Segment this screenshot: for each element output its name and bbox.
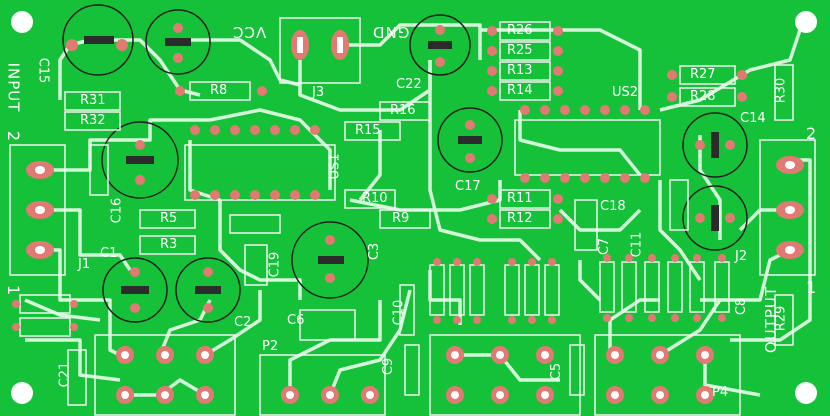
label-r3: R3 (160, 237, 178, 252)
label-r28: R28 (690, 89, 716, 104)
capacitor-pads (66, 23, 735, 313)
label-input-pin1: 1 (4, 284, 24, 296)
label-p2: P2 (262, 339, 279, 354)
resistors (64, 21, 794, 346)
label-c6: C6 (287, 313, 305, 328)
label-c22: C22 (396, 77, 422, 92)
resistor-pads (175, 26, 747, 224)
bottom-connector-pads (116, 346, 714, 404)
label-c8: C8 (734, 297, 750, 316)
label-r15: R15 (355, 123, 381, 138)
label-output-pin2: 2 (806, 124, 817, 143)
label-c21: C21 (57, 361, 73, 388)
label-j2: J2 (735, 249, 748, 264)
label-r8: R8 (210, 83, 228, 98)
label-c9: C9 (381, 357, 397, 376)
label-r9: R9 (392, 211, 410, 226)
label-r11: R11 (507, 191, 533, 206)
label-p4: P4 (712, 385, 729, 400)
j3-connector (279, 17, 361, 84)
label-r25: R25 (507, 43, 533, 58)
label-us2: US2 (612, 85, 639, 100)
label-r16: R16 (390, 103, 416, 118)
label-c18: C18 (600, 199, 626, 214)
label-c14: C14 (740, 111, 766, 126)
label-r26: R26 (507, 23, 533, 38)
label-j1: J1 (78, 257, 91, 272)
label-c11: C11 (629, 231, 645, 258)
label-c17: C17 (455, 179, 481, 194)
label-r30: R30 (773, 77, 789, 104)
label-c2: C2 (234, 315, 252, 330)
label-c16: C16 (109, 197, 125, 224)
ic-us1 (184, 125, 336, 201)
label-c1: C1 (100, 246, 118, 261)
bottom-connectors (94, 334, 741, 416)
label-r27: R27 (690, 67, 716, 82)
label-r29: R29 (773, 305, 789, 332)
label-r5: R5 (160, 211, 178, 226)
label-r12: R12 (507, 211, 533, 226)
output-terminal-block (759, 139, 816, 276)
label-j3: J3 (312, 85, 325, 100)
input-terminal-block (9, 144, 66, 276)
electrolytic-capacitors (62, 4, 748, 323)
label-gnd: GND (372, 23, 410, 41)
label-c3: C3 (367, 242, 383, 261)
label-vcc: VCC (232, 23, 267, 41)
label-us1: US1 (327, 153, 343, 180)
label-r13: R13 (507, 63, 533, 78)
mounting-holes (11, 11, 817, 404)
label-c19: C19 (267, 251, 283, 278)
label-c15: C15 (35, 57, 51, 84)
label-input-pin2: 2 (4, 130, 24, 142)
label-c5: C5 (549, 362, 565, 381)
ic-us2 (514, 105, 661, 183)
ceramic-pads (12, 254, 726, 331)
label-r14: R14 (507, 83, 533, 98)
label-c10: C10 (391, 299, 407, 326)
ceramic-capacitors (19, 144, 730, 406)
label-r31: R31 (80, 93, 106, 108)
label-output-pin1: 1 (806, 278, 817, 297)
label-r10: R10 (362, 191, 388, 206)
label-input: INPUT (4, 62, 23, 113)
capacitor-bodies (84, 36, 719, 294)
label-c7: C7 (597, 237, 613, 256)
label-r32: R32 (80, 113, 106, 128)
